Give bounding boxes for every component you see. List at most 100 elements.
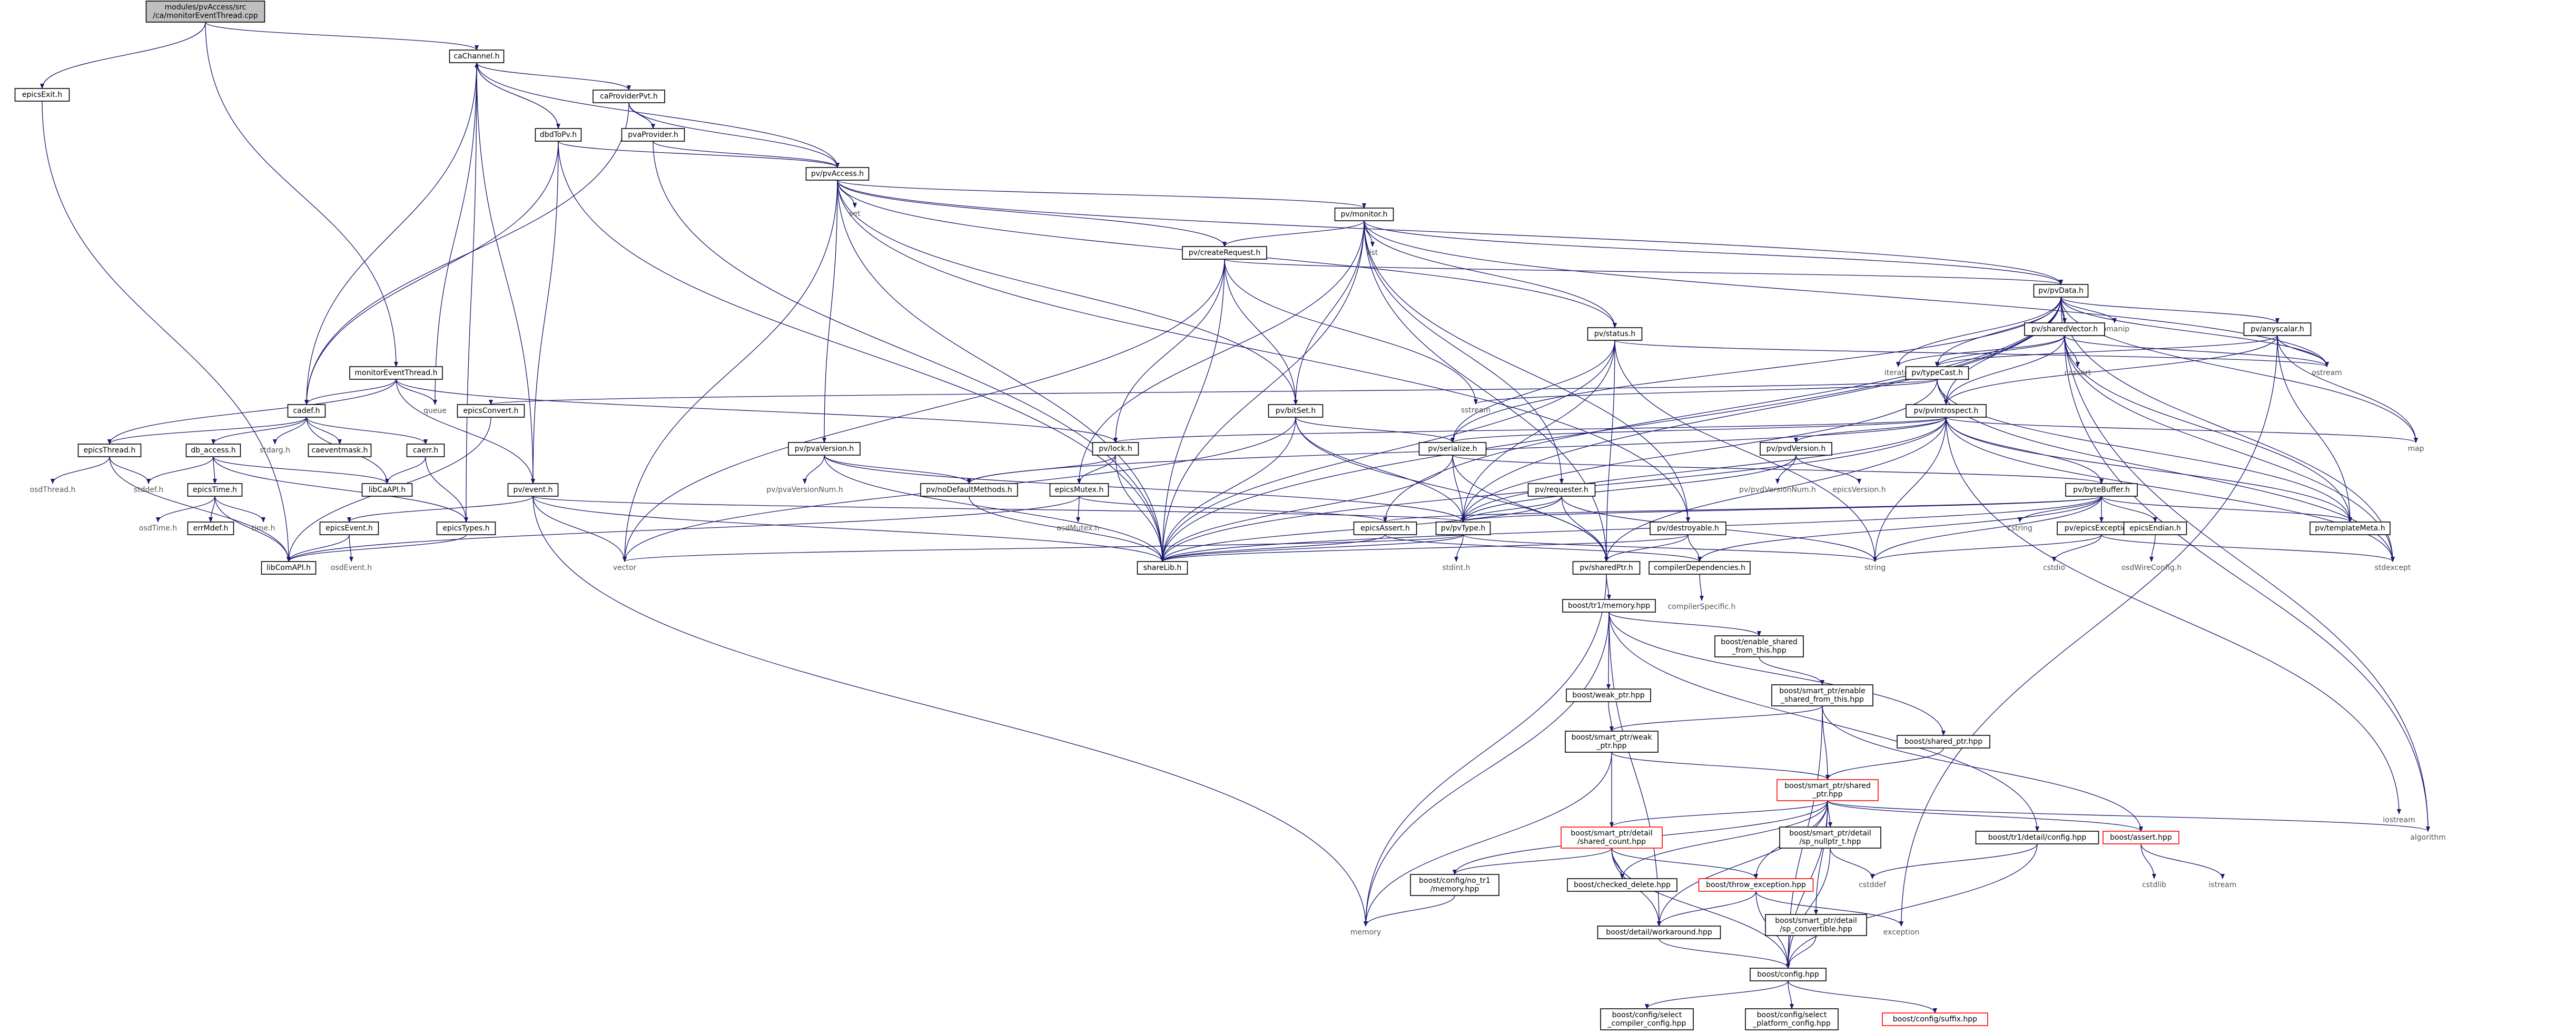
- node-pvdVersion[interactable]: pv/pvdVersion.h: [1760, 442, 1832, 456]
- node-noTr1Memory[interactable]: boost/config/no_tr1/memory.hpp: [1410, 874, 1499, 896]
- node-status[interactable]: pv/status.h: [1587, 327, 1643, 341]
- node-compilerDependencies[interactable]: compilerDependencies.h: [1649, 561, 1751, 575]
- node-libCaAPI[interactable]: libCaAPI.h: [361, 483, 413, 497]
- node-db_access[interactable]: db_access.h: [185, 444, 241, 457]
- node-osdMutex[interactable]: osdMutex.h: [1057, 524, 1099, 533]
- node-requester[interactable]: pv/requester.h: [1527, 483, 1596, 497]
- node-destroyable[interactable]: pv/destroyable.h: [1650, 522, 1726, 535]
- node-stdarg[interactable]: stdarg.h: [260, 446, 290, 455]
- node-spNullptr[interactable]: boost/smart_ptr/detail/sp_nullptr_t.hpp: [1779, 827, 1881, 849]
- node-iostream[interactable]: iostream: [2383, 816, 2415, 824]
- node-shareLib[interactable]: shareLib.h: [1137, 561, 1188, 575]
- node-osdThread[interactable]: osdThread.h: [29, 486, 75, 494]
- node-spSharedPtr[interactable]: boost/smart_ptr/shared_ptr.hpp: [1776, 779, 1879, 801]
- node-ostream[interactable]: ostream: [2312, 369, 2342, 377]
- node-sharedPtr[interactable]: pv/sharedPtr.h: [1572, 561, 1641, 575]
- node-sharedCount[interactable]: boost/smart_ptr/detail/shared_count.hpp: [1561, 827, 1663, 849]
- node-cadef[interactable]: cadef.h: [287, 404, 326, 418]
- node-noDefaultMethods[interactable]: pv/noDefaultMethods.h: [920, 483, 1018, 497]
- node-vector[interactable]: vector: [613, 564, 637, 572]
- node-pvIntrospect[interactable]: pv/pvIntrospect.h: [1906, 404, 1987, 418]
- node-suffix[interactable]: boost/config/suffix.hpp: [1882, 1012, 1988, 1026]
- node-tr1memory[interactable]: boost/tr1/memory.hpp: [1562, 599, 1656, 613]
- node-sharedVector[interactable]: pv/sharedVector.h: [2024, 322, 2105, 336]
- node-stdexcept[interactable]: stdexcept: [2375, 564, 2411, 572]
- node-queue[interactable]: queue: [423, 407, 447, 415]
- node-errMdef[interactable]: errMdef.h: [187, 522, 234, 535]
- node-timeh[interactable]: time.h: [252, 524, 275, 533]
- node-epicsEvent[interactable]: epicsEvent.h: [319, 522, 379, 535]
- node-caeventmask[interactable]: caeventmask.h: [308, 444, 372, 457]
- node-stdint[interactable]: stdint.h: [1442, 564, 1470, 572]
- node-osdWireConfig[interactable]: osdWireConfig.h: [2121, 564, 2182, 572]
- node-epicsVersion[interactable]: epicsVersion.h: [1832, 486, 1886, 494]
- node-selectPlatform[interactable]: boost/config/select_platform_config.hpp: [1745, 1008, 1839, 1030]
- node-boostConfig[interactable]: boost/config.hpp: [1750, 968, 1827, 981]
- node-pvLock[interactable]: pv/lock.h: [1092, 442, 1139, 456]
- node-cstddef[interactable]: cstddef: [1859, 881, 1887, 889]
- node-spWeakPtr[interactable]: boost/smart_ptr/weak_ptr.hpp: [1565, 731, 1659, 753]
- node-selectCompiler[interactable]: boost/config/select_compiler_config.hpp: [1600, 1008, 1694, 1030]
- node-caerr[interactable]: caerr.h: [406, 444, 445, 457]
- node-compilerSpecific[interactable]: compilerSpecific.h: [1668, 603, 1736, 611]
- node-libComAPI[interactable]: libComAPI.h: [261, 561, 317, 575]
- node-checkedDelete[interactable]: boost/checked_delete.hpp: [1567, 878, 1677, 892]
- node-iomanip[interactable]: iomanip: [2100, 325, 2129, 333]
- node-list[interactable]: list: [1367, 249, 1378, 257]
- node-epicsThread[interactable]: epicsThread.h: [77, 444, 142, 457]
- node-byteBuffer[interactable]: pv/byteBuffer.h: [2065, 483, 2138, 497]
- node-caChannel[interactable]: caChannel.h: [449, 50, 505, 63]
- node-dbrToPv[interactable]: dbdToPv.h: [535, 128, 582, 142]
- node-epicsTypes[interactable]: epicsTypes.h: [436, 522, 496, 535]
- node-cstdio[interactable]: cstdio: [2043, 564, 2065, 572]
- node-enableShared[interactable]: boost/enable_shared_from_this.hpp: [1714, 635, 1804, 657]
- node-root[interactable]: modules/pvAccess/src/ca/monitorEventThre…: [145, 1, 265, 23]
- node-throwException[interactable]: boost/throw_exception.hpp: [1698, 878, 1814, 892]
- node-workaround[interactable]: boost/detail/workaround.hpp: [1597, 926, 1721, 939]
- node-monitor[interactable]: pv/monitor.h: [1334, 208, 1394, 221]
- node-pvaProvider[interactable]: pvaProvider.h: [621, 128, 685, 142]
- node-cstring[interactable]: cstring: [2007, 524, 2032, 533]
- node-exception[interactable]: exception: [1883, 928, 1919, 937]
- node-cstdlib[interactable]: cstdlib: [2142, 881, 2166, 889]
- node-pvaVersionNum[interactable]: pv/pvaVersionNum.h: [766, 486, 843, 494]
- node-tr1Config[interactable]: boost/tr1/detail/config.hpp: [1975, 831, 2099, 844]
- node-set[interactable]: set: [849, 210, 861, 218]
- node-caProviderPvt[interactable]: caProviderPvt.h: [593, 90, 665, 103]
- node-pvData[interactable]: pv/pvData.h: [2033, 284, 2089, 298]
- node-iterator[interactable]: iterator: [1884, 369, 1912, 377]
- node-memory[interactable]: memory: [1350, 928, 1381, 937]
- node-osdTime[interactable]: osdTime.h: [139, 524, 177, 533]
- node-serialize[interactable]: pv/serialize.h: [1418, 442, 1487, 456]
- node-pvEvent[interactable]: pv/event.h: [507, 483, 559, 497]
- node-monitorEventThread[interactable]: monitorEventThread.h: [349, 366, 443, 380]
- node-bitSet[interactable]: pv/bitSet.h: [1268, 404, 1324, 418]
- node-spEnableShared[interactable]: boost/smart_ptr/enable_shared_from_this.…: [1771, 684, 1873, 706]
- node-createRequest[interactable]: pv/createRequest.h: [1182, 246, 1267, 260]
- node-map[interactable]: map: [2407, 445, 2424, 453]
- node-epicsAssert[interactable]: epicsAssert.h: [1353, 522, 1417, 535]
- node-pvdVersionNum[interactable]: pv/pvdVersionNum.h: [1739, 486, 1816, 494]
- node-epicsConvert[interactable]: epicsConvert.h: [457, 404, 525, 418]
- node-boostAssert[interactable]: boost/assert.hpp: [2103, 831, 2179, 844]
- node-epicsMutex[interactable]: epicsMutex.h: [1049, 483, 1109, 497]
- node-weakPtr[interactable]: boost/weak_ptr.hpp: [1566, 688, 1651, 702]
- node-typeCast[interactable]: pv/typeCast.h: [1905, 366, 1969, 380]
- node-istream[interactable]: istream: [2209, 881, 2237, 889]
- node-spConvertible[interactable]: boost/smart_ptr/detail/sp_convertible.hp…: [1765, 914, 1867, 936]
- node-algorithm[interactable]: algorithm: [2410, 833, 2446, 842]
- node-templateMeta[interactable]: pv/templateMeta.h: [2309, 522, 2391, 535]
- node-epicsEndian[interactable]: epicsEndian.h: [2123, 522, 2187, 535]
- node-sharedPtrHpp[interactable]: boost/shared_ptr.hpp: [1897, 735, 1990, 749]
- node-pvType[interactable]: pv/pvType.h: [1435, 522, 1491, 535]
- node-anyscalar[interactable]: pv/anyscalar.h: [2243, 322, 2312, 336]
- node-pvaVersion[interactable]: pv/pvaVersion.h: [788, 442, 861, 456]
- node-osdEvent[interactable]: osdEvent.h: [331, 564, 372, 572]
- node-epicsTime[interactable]: epicsTime.h: [187, 483, 243, 497]
- node-stddef[interactable]: stddef.h: [134, 486, 163, 494]
- node-epicsExit[interactable]: epicsExit.h: [14, 88, 70, 102]
- node-cassert[interactable]: cassert: [2065, 369, 2091, 377]
- node-pvAccess[interactable]: pv/pvAccess.h: [805, 167, 870, 181]
- node-string[interactable]: string: [1864, 564, 1886, 572]
- node-sstream[interactable]: sstream: [1461, 406, 1491, 415]
